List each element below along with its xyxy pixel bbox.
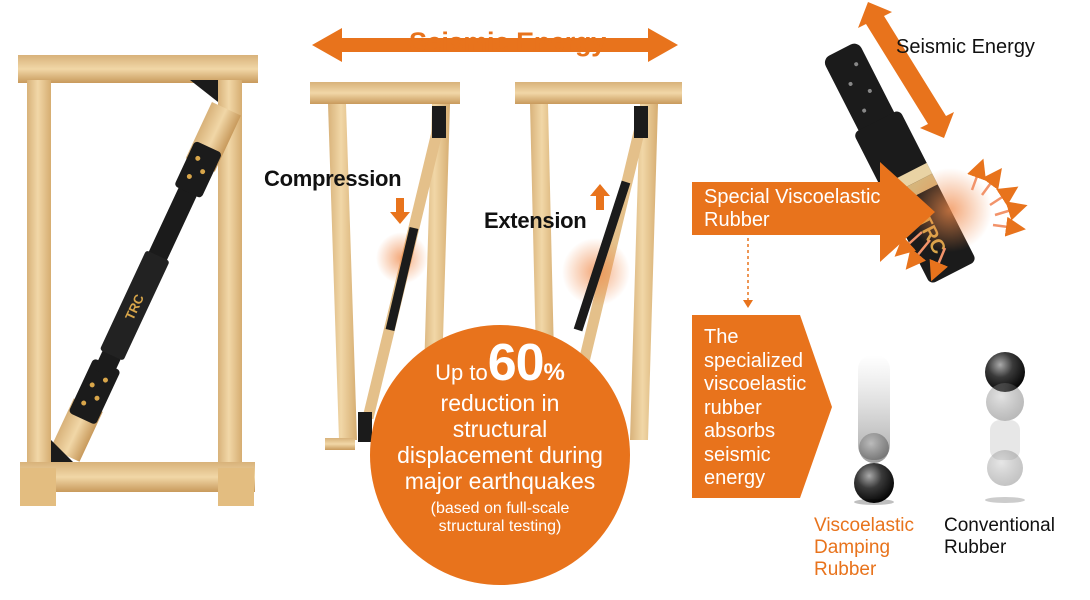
- extension-arrow-icon: [590, 184, 610, 210]
- caption-viscoelastic-line-2: Damping: [814, 537, 891, 558]
- result-line-2: structural: [452, 416, 548, 442]
- result-number: 60: [487, 334, 545, 392]
- absorb-line-7: energy: [704, 467, 766, 489]
- heat-dissipation-arrows: [894, 158, 1028, 282]
- frame-foot-right: [218, 468, 254, 506]
- absorb-box: [692, 315, 832, 498]
- absorb-line-3: viscoelastic: [704, 373, 807, 395]
- seismic-energy-arrow: [312, 28, 678, 62]
- wooden-frame-full: TRC: [18, 55, 258, 506]
- absorb-line-5: absorbs: [704, 420, 776, 442]
- caption-conventional-line-2: Rubber: [944, 537, 1007, 558]
- seismic-energy-title: Seismic Energy: [409, 27, 606, 57]
- ball-drop-viscoelastic: [854, 355, 894, 505]
- absorb-text: The specialized viscoelastic rubber abso…: [704, 326, 806, 491]
- absorb-line-6: seismic: [704, 443, 771, 466]
- result-line-4: major earthquakes: [404, 468, 596, 494]
- result-text: Up to60% reduction in structural displac…: [380, 336, 620, 536]
- caption-viscoelastic: Viscoelastic Damping Rubber: [814, 515, 914, 581]
- frame-foot-left: [20, 468, 56, 506]
- ball-drop-conventional: [985, 352, 1025, 503]
- absorb-line-2: specialized: [704, 349, 803, 372]
- extension-label: Extension: [484, 208, 587, 233]
- result-prefix: Up to: [435, 360, 488, 385]
- absorb-line-1: The: [704, 326, 739, 348]
- frame-sill: [20, 462, 255, 492]
- absorb-line-4: rubber: [704, 396, 762, 419]
- caption-conventional: Conventional Rubber: [944, 515, 1055, 559]
- caption-viscoelastic-line-3: Rubber: [814, 559, 877, 580]
- result-line-3: displacement during: [397, 442, 603, 468]
- result-line-1: reduction in: [440, 390, 560, 416]
- caption-viscoelastic-line-1: Viscoelastic: [814, 515, 914, 536]
- result-note-1: (based on full-scale: [430, 500, 570, 517]
- damper-brace: TRC: [69, 141, 221, 424]
- rubber-label: Special Viscoelastic Rubber: [704, 186, 880, 232]
- frame-left-post: [27, 80, 51, 475]
- frame-top-beam: [18, 55, 258, 83]
- caption-conventional-line-1: Conventional: [944, 515, 1055, 536]
- result-headline: Up to60%: [380, 336, 620, 390]
- result-percent: %: [543, 359, 565, 386]
- result-note-2: structural testing): [438, 518, 562, 535]
- rubber-pointer-arrow: [692, 162, 935, 262]
- compression-arrow-icon: [390, 198, 410, 224]
- rubber-label-line-1: Special Viscoelastic: [704, 186, 881, 208]
- seismic-energy-arrow-diagonal: [858, 2, 954, 138]
- result-circle: [370, 325, 630, 585]
- rubber-label-line-2: Rubber: [704, 209, 770, 231]
- compression-label: Compression: [264, 166, 402, 191]
- seismic-energy-label-right: Seismic Energy: [896, 36, 1035, 58]
